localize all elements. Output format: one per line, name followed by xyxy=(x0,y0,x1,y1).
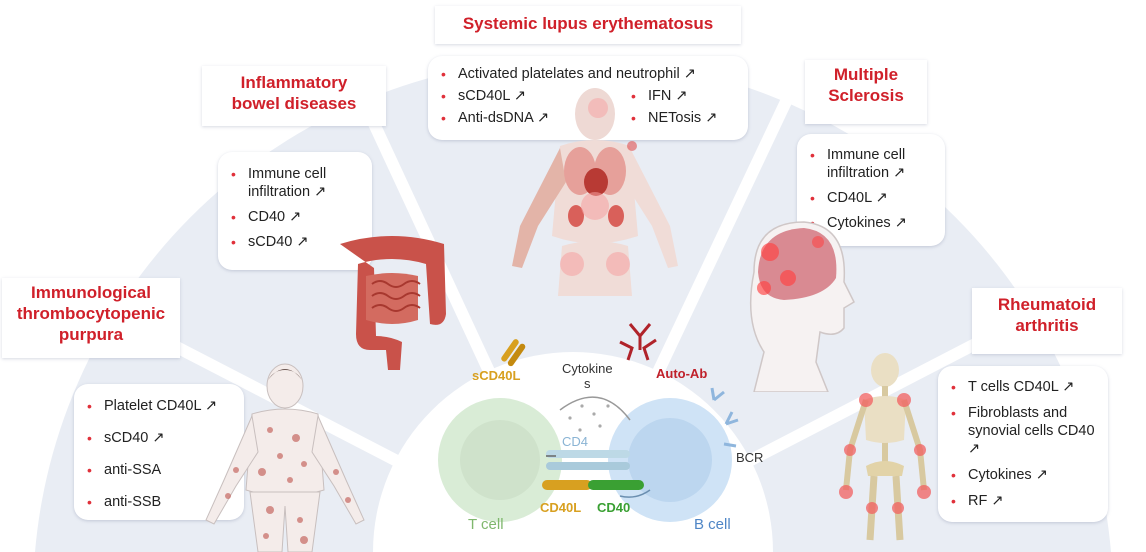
list-item: CD40L ↗ xyxy=(807,189,943,207)
t-cell-label: T cell xyxy=(468,516,504,533)
ra-title: Rheumatoid arthritis xyxy=(972,288,1122,354)
list-item: anti-SSA xyxy=(84,461,244,479)
body-outline-icon xyxy=(512,88,678,296)
cd40-label: CD40 xyxy=(597,500,631,515)
itp-title: Immunological thrombocytopenic purpura xyxy=(2,278,180,358)
ms-title-line1: Multiple xyxy=(833,65,899,84)
itp-title-line3: purpura xyxy=(58,325,124,344)
receptor-icon xyxy=(710,387,739,448)
list-item: Anti-dsDNA ↗ xyxy=(438,109,748,127)
scd40l-label: sCD40L xyxy=(472,368,521,383)
list-item: Immune cell infiltration ↗ xyxy=(228,165,368,201)
cd4-label: CD4 xyxy=(562,434,589,449)
ms-list: Immune cell infiltration ↗ CD40L ↗ Cytok… xyxy=(807,146,943,239)
cytokines-label-line2: s xyxy=(584,376,591,391)
colon-icon xyxy=(340,236,446,370)
antibody-icon xyxy=(619,323,657,361)
ms-title-line2: Sclerosis xyxy=(828,86,904,105)
cytokines-label-line1: Cytokine xyxy=(562,361,613,376)
list-item: Platelet CD40L ↗ xyxy=(84,397,244,415)
ra-title-line2: arthritis xyxy=(1015,316,1079,335)
list-item: NETosis ↗ xyxy=(628,109,738,127)
sle-title: Systemic lupus erythematosus xyxy=(435,6,741,44)
list-item: T cells CD40L ↗ xyxy=(948,378,1104,396)
scd40l-molecule-icon xyxy=(501,339,526,367)
auto-ab-label: Auto-Ab xyxy=(656,366,708,381)
itp-title-line2: thrombocytopenic xyxy=(16,304,166,323)
cd40l-label: CD40L xyxy=(540,500,582,515)
body-outline-icon xyxy=(205,363,365,552)
itp-title-line1: Immunological xyxy=(31,283,151,302)
ra-list: T cells CD40L ↗ Fibroblasts and synovial… xyxy=(948,378,1104,517)
ms-title: Multiple Sclerosis xyxy=(805,60,927,124)
list-item: Immune cell infiltration ↗ xyxy=(807,146,943,182)
list-item: sCD40 ↗ xyxy=(84,429,244,447)
ibd-title-line1: Inflammatory xyxy=(240,73,348,92)
list-item: Fibroblasts and synovial cells CD40 ↗ xyxy=(948,404,1104,458)
itp-list: Platelet CD40L ↗ sCD40 ↗ anti-SSA anti-S… xyxy=(84,397,244,518)
ibd-title-line2: bowel diseases xyxy=(231,94,357,113)
list-item: Cytokines ↗ xyxy=(948,466,1104,484)
head-brain-icon xyxy=(749,221,855,392)
sle-list-left: Activated platelates and neutrophil ↗ sC… xyxy=(438,65,748,134)
list-item: Activated platelates and neutrophil ↗ xyxy=(438,65,748,83)
list-item: RF ↗ xyxy=(948,492,1104,510)
list-item: IFN ↗ xyxy=(628,87,738,105)
list-item: anti-SSB xyxy=(84,493,244,511)
sle-list-right: IFN ↗ NETosis ↗ xyxy=(628,87,738,134)
skeleton-icon xyxy=(839,353,931,541)
list-item: CD40 ↗ xyxy=(228,208,368,226)
cytokines-label: Cytokine s xyxy=(562,361,613,391)
list-item: sCD40 ↗ xyxy=(228,233,368,251)
bcr-label: BCR xyxy=(736,450,764,465)
ibd-list: Immune cell infiltration ↗ CD40 ↗ sCD40 … xyxy=(228,165,368,258)
immune-synapse-diagram xyxy=(438,323,739,522)
ra-title-line1: Rheumatoid xyxy=(997,295,1097,314)
b-cell-label: B cell xyxy=(694,516,731,533)
list-item: sCD40L ↗ xyxy=(438,87,748,105)
ibd-title: Inflammatory bowel diseases xyxy=(202,66,386,126)
